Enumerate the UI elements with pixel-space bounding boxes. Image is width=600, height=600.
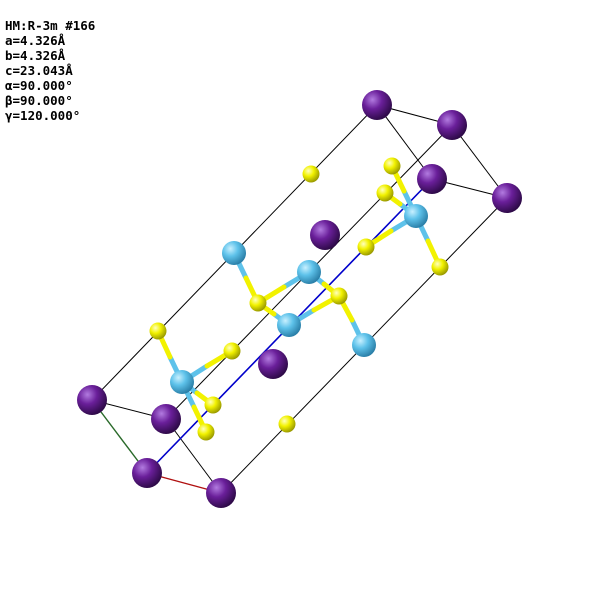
lattice-c-label: c=23.043Å <box>5 63 73 78</box>
space-group-label: HM:R-3m #166 <box>5 18 96 33</box>
yellow-atom[interactable] <box>223 342 241 360</box>
yellow-atom[interactable] <box>278 415 296 433</box>
cell-edge <box>376 104 433 180</box>
yellow-atom[interactable] <box>302 165 320 183</box>
angle-alpha-label: α=90.000° <box>5 78 73 93</box>
purple-atom[interactable] <box>206 478 236 508</box>
yellow-atom[interactable] <box>431 258 449 276</box>
purple-atom[interactable] <box>417 164 447 194</box>
cyan-atom[interactable] <box>277 313 301 337</box>
lattice-b-label: b=4.326Å <box>5 48 66 63</box>
purple-atom[interactable] <box>77 385 107 415</box>
yellow-atom[interactable] <box>330 287 348 305</box>
purple-atom[interactable] <box>310 220 340 250</box>
unit-cell-edges <box>91 104 508 494</box>
purple-atom[interactable] <box>132 458 162 488</box>
purple-atom[interactable] <box>258 349 288 379</box>
purple-atom[interactable] <box>437 110 467 140</box>
purple-atom[interactable] <box>362 90 392 120</box>
angle-beta-label: β=90.000° <box>5 93 73 108</box>
yellow-atom[interactable] <box>376 184 394 202</box>
b-axis-line <box>91 399 148 474</box>
cyan-atom[interactable] <box>297 260 321 284</box>
cell-axes <box>91 178 433 494</box>
yellow-atom[interactable] <box>383 157 401 175</box>
yellow-atom[interactable] <box>197 423 215 441</box>
cell-edge <box>165 418 222 494</box>
yellow-atom[interactable] <box>249 294 267 312</box>
angle-gamma-label: γ=120.000° <box>5 108 81 123</box>
yellow-atom[interactable] <box>149 322 167 340</box>
yellow-atom[interactable] <box>357 238 375 256</box>
bonds <box>155 163 443 435</box>
purple-atom[interactable] <box>151 404 181 434</box>
cyan-atom[interactable] <box>352 333 376 357</box>
cell-edge <box>451 124 508 199</box>
purple-atom[interactable] <box>492 183 522 213</box>
lattice-a-label: a=4.326Å <box>5 33 66 48</box>
atoms[interactable] <box>77 90 522 508</box>
cyan-atom[interactable] <box>222 241 246 265</box>
yellow-atom[interactable] <box>204 396 222 414</box>
cell-parameters: HM:R-3m #166 a=4.326Å b=4.326Å c=23.043Å… <box>5 18 95 123</box>
cyan-atom[interactable] <box>404 204 428 228</box>
cyan-atom[interactable] <box>170 370 194 394</box>
